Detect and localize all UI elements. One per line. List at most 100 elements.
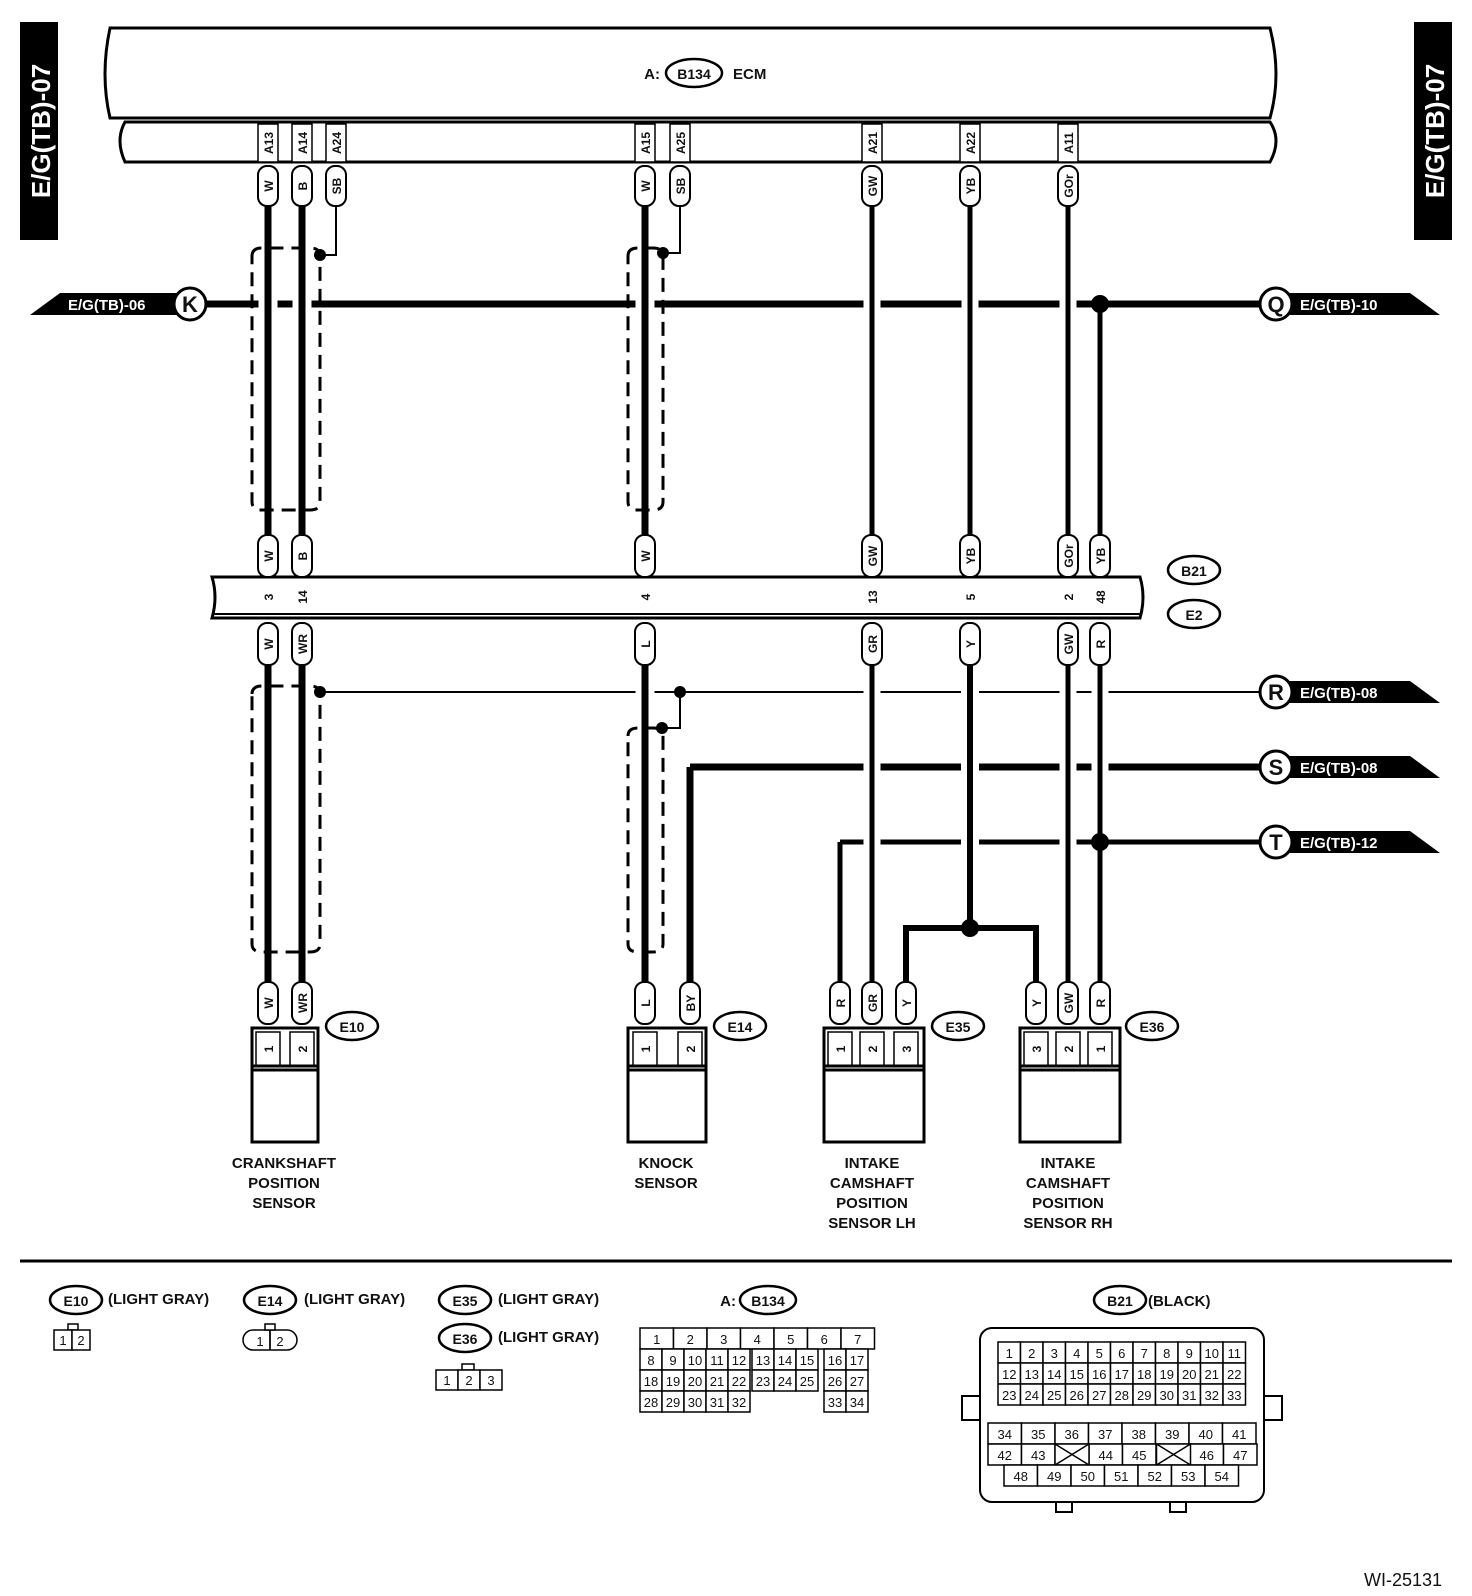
legend-b21-pin: 3 [1051, 1346, 1058, 1361]
legend-b21-pin: 42 [998, 1448, 1012, 1463]
legend-b21-pin: 51 [1114, 1469, 1128, 1484]
sensor-pin-number: 2 [296, 1045, 310, 1052]
legend-b21-pin: 23 [1002, 1388, 1016, 1403]
legend-b21-pin: 11 [1228, 1346, 1242, 1361]
wire-color-label: B [296, 181, 310, 190]
sensor-label-line: INTAKE [845, 1155, 900, 1172]
sensor-pin-number: 1 [1094, 1045, 1108, 1052]
ecm-pin-label: A14 [296, 132, 310, 154]
legend-b134-pin: 30 [688, 1395, 702, 1410]
legend-e36-cell [479, 1369, 503, 1391]
joint-upper-color-tag [257, 534, 279, 578]
legend-b21-pin: 15 [1070, 1367, 1084, 1382]
joint-lower-color: WR [296, 634, 310, 654]
sensor-id-oval [712, 1010, 768, 1042]
wire-color-label: SB [330, 177, 344, 194]
legend-b134-pin: 9 [669, 1353, 676, 1368]
sensor-pin-box [859, 1031, 885, 1067]
sensor-label-line: KNOCK [639, 1155, 694, 1172]
connector-legend: E10 (LIGHT GRAY) E14 (LIGHT GRAY) E35 (L… [48, 1284, 1283, 1513]
sensor-wire-color: GW [1062, 992, 1076, 1013]
off-page-letter: K [182, 292, 198, 317]
legend-e10-pin: 1 [59, 1333, 66, 1348]
sensor-id-oval [1124, 1010, 1180, 1042]
wire-color-tag [325, 165, 347, 207]
wire-color-label: GOr [1062, 174, 1076, 198]
legend-b21-cell [1204, 1464, 1240, 1487]
sensor-wire-tag [291, 981, 313, 1025]
joint-lower-color-tag [959, 622, 981, 666]
joint-pin-number: 5 [964, 593, 978, 600]
sensor-wire-tag [1089, 981, 1111, 1025]
legend-b21-pin: 43 [1031, 1448, 1045, 1463]
legend-b21-pin: 1 [1006, 1346, 1013, 1361]
joint-upper-color: YB [964, 547, 978, 564]
joint-pin-number: 14 [296, 590, 310, 604]
joint-lower-color: GR [866, 635, 880, 653]
joint-lower-color: Y [964, 640, 978, 648]
ecm-pin-label: A24 [330, 132, 344, 154]
sensor-wire-tag [895, 981, 917, 1025]
legend-b134-pin: 22 [732, 1374, 746, 1389]
wire-color-label: GW [866, 175, 880, 196]
sensor-pin-box [1055, 1031, 1081, 1067]
legend-b134-pin: 33 [828, 1395, 842, 1410]
joint-upper-color-tag [1089, 534, 1111, 578]
legend-b21-pin: 36 [1065, 1427, 1079, 1442]
legend-b21-pin: 12 [1002, 1367, 1016, 1382]
page-ref-right-text: E/G(TB)-07 [1420, 64, 1450, 198]
wire-color-label: SB [674, 177, 688, 194]
legend-b21-pin: 21 [1205, 1367, 1219, 1382]
legend-b21-pin: 37 [1098, 1427, 1112, 1442]
ecm-pin-label: A15 [639, 132, 653, 154]
legend-b134-pin: 23 [756, 1374, 770, 1389]
legend-b21-pin: 31 [1182, 1388, 1196, 1403]
figure-id: WI-25131 [1364, 1570, 1442, 1590]
wire-layer [200, 200, 1268, 985]
joint-lower-color-tag [634, 622, 656, 666]
wire-sb-a25 [663, 200, 681, 254]
sensor-id-oval [324, 1010, 380, 1042]
legend-b21-pin: 5 [1096, 1346, 1103, 1361]
sensor-wire-tag [1057, 981, 1079, 1025]
sensor-pin-box [1087, 1031, 1113, 1067]
sensor-label-line: SENSOR LH [828, 1215, 916, 1232]
sensor-wire-color: R [1094, 998, 1108, 1007]
legend-b134-pin: 12 [732, 1353, 746, 1368]
legend-b21-pin: 49 [1047, 1469, 1061, 1484]
sensor-pin-box [893, 1031, 919, 1067]
ecm-prefix: A: [644, 66, 660, 83]
legend-e36-pin: 2 [465, 1373, 472, 1388]
legend-e36-id: E36 [453, 1331, 478, 1347]
legend-b134-pin: 32 [732, 1395, 746, 1410]
sensor-wire-tag [257, 981, 279, 1025]
legend-e36-latch [461, 1363, 475, 1371]
sensor-body [626, 1068, 708, 1144]
legend-b21-blank-mark [1054, 1443, 1090, 1466]
legend-b21-blank-mark [1156, 1443, 1191, 1466]
joint-lower-color-tag [1057, 622, 1079, 666]
legend-b134-pin: 34 [850, 1395, 864, 1410]
legend-b21-pin: 53 [1181, 1469, 1195, 1484]
legend-e14-color: (LIGHT GRAY) [304, 1291, 405, 1308]
sensor-label-line: SENSOR [634, 1175, 698, 1192]
sensor-pin-number: 3 [1030, 1045, 1044, 1052]
legend-b21-pin: 4 [1073, 1346, 1080, 1361]
off-page-letter: S [1269, 755, 1284, 780]
wire-sb-a24 [320, 200, 337, 256]
legend-b21-pin: 39 [1165, 1427, 1179, 1442]
legend-b134-pin: 7 [854, 1332, 861, 1347]
wire-color-label: W [262, 180, 276, 192]
wire-color-tag [959, 165, 981, 207]
legend-b21-pin: 28 [1115, 1388, 1129, 1403]
legend-b21-pin: 10 [1205, 1346, 1219, 1361]
ecm-pin-label: A13 [262, 132, 276, 154]
legend-b134-cell [845, 1390, 869, 1413]
legend-b134-cell [795, 1369, 819, 1392]
